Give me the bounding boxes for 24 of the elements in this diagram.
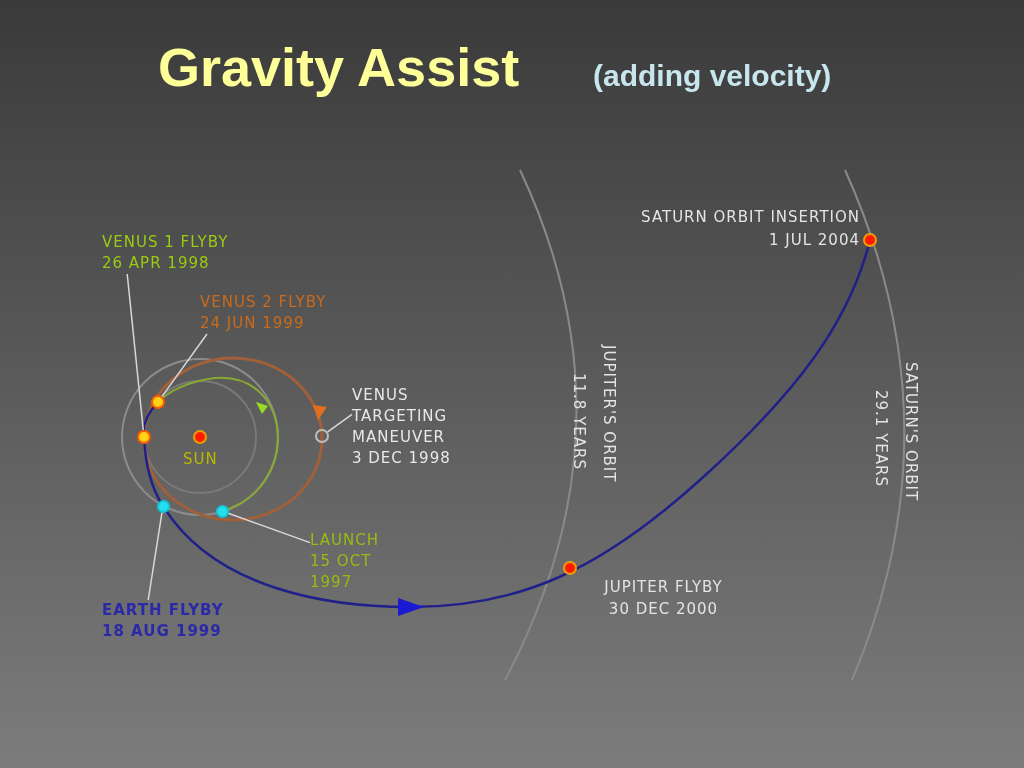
event-label: VENUS 1 FLYBY 26 APR 1998 [102,232,242,274]
flyby-marker [156,499,170,513]
period-label: 29.1 YEARS [871,390,891,487]
sun-label: SUN [183,449,218,470]
flyby-marker [215,504,229,518]
leader-line [326,413,353,433]
leader-line [227,512,311,544]
leader-line [161,333,208,398]
leader-line [126,273,145,431]
event-label: JUPITER FLYBY 30 DEC 2000 [602,577,724,620]
title: Gravity Assist [158,36,520,98]
event-label: VENUS 2 FLYBY 24 JUN 1999 [200,292,340,334]
orbit-label: JUPITER'S ORBIT [599,345,619,483]
flyby-marker [151,395,165,409]
leader-line [147,511,163,601]
flyby-marker [137,430,151,444]
orbit-label: SATURN'S ORBIT [901,362,921,502]
maneuver-marker [315,429,329,443]
period-label: 11.8 YEARS [569,373,589,470]
event-label: SATURN ORBIT INSERTION 1 JUL 2004 [640,207,860,251]
event-label: VENUS TARGETING MANEUVER 3 DEC 1998 [352,385,457,469]
event-label: LAUNCH 15 OCT 1997 [310,530,400,593]
event-label: EARTH FLYBY 18 AUG 1999 [102,600,242,642]
subtitle: (adding velocity) [593,58,832,94]
